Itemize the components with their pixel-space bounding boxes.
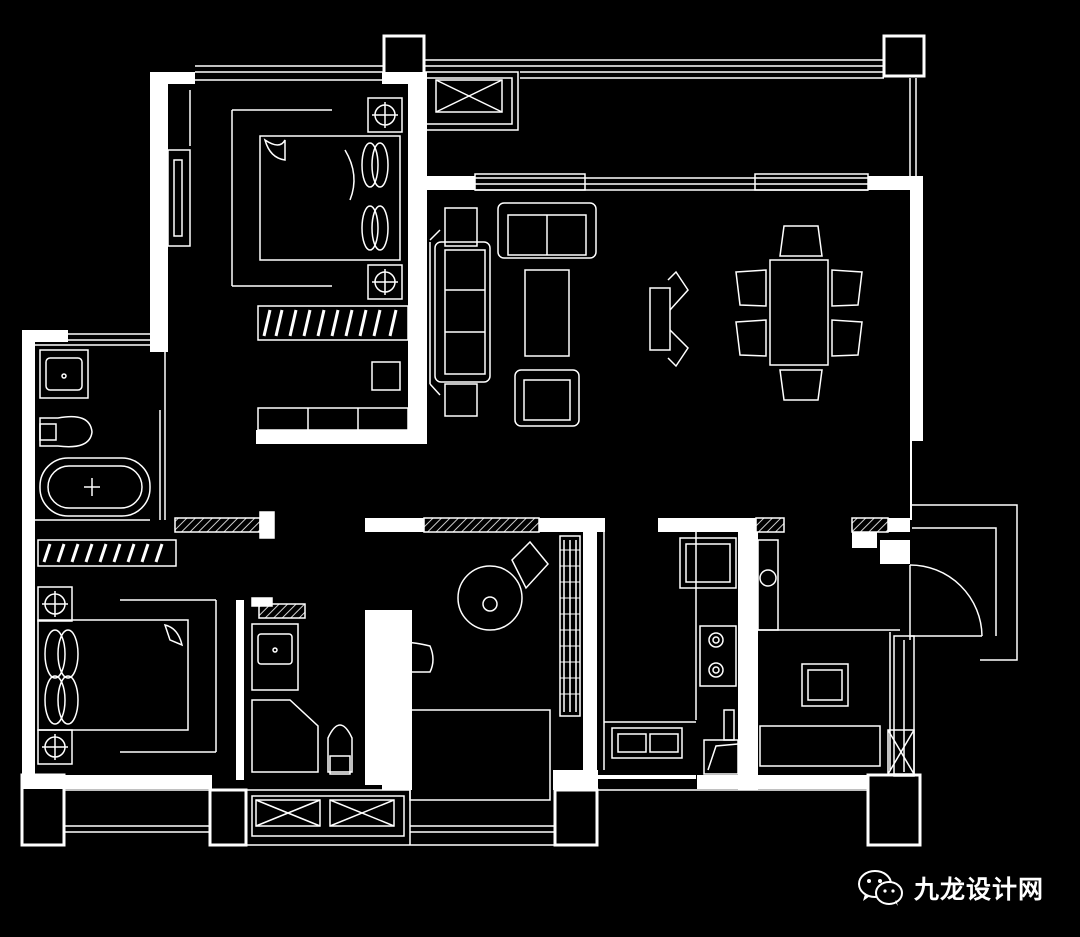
thin-lines [35,59,1018,846]
dining-table [769,259,829,366]
watermark-text: 九龙设计网 [914,875,1045,904]
wechat-icon [858,870,903,906]
hatched-walls [174,511,889,619]
study-desk [409,709,551,801]
bed-master [259,135,401,261]
watermark: 九龙设计网 [858,866,1044,910]
bed-second [37,619,189,731]
furniture [37,97,881,801]
walls [20,34,926,847]
